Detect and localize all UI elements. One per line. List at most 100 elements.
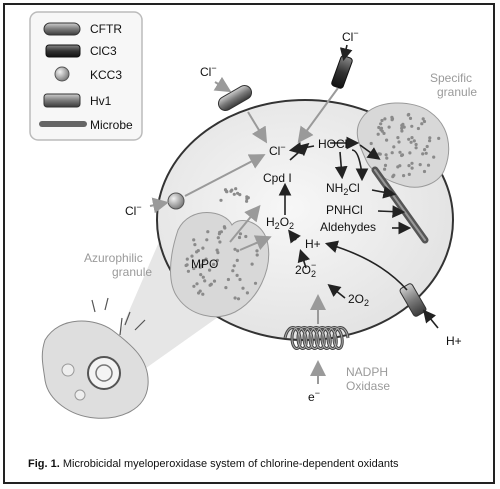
hv1-channel	[399, 283, 427, 317]
granule-dot	[397, 140, 401, 144]
reaction-arrows	[278, 136, 412, 299]
granule-dot	[426, 163, 431, 167]
azurophilic-granule-label-2: granule	[112, 265, 152, 279]
granule-dot	[198, 265, 202, 269]
cl-label-cftr: Cl−	[200, 63, 217, 79]
h2o2-label: H2O2	[266, 215, 294, 231]
granule-dot	[382, 131, 386, 135]
granule-dot	[204, 257, 208, 261]
legend-cftr-icon	[43, 22, 81, 36]
granule-dot	[231, 269, 235, 273]
granule-dot	[383, 117, 387, 121]
granule-dot	[241, 286, 245, 290]
granule-dot	[425, 144, 429, 149]
granule-dot	[201, 275, 205, 279]
hocl-label: HOCl	[318, 137, 347, 151]
hplus-outer-label: H+	[446, 334, 462, 348]
granule-dot	[202, 259, 206, 263]
granule-dot	[209, 282, 213, 286]
granule-dot	[410, 124, 414, 128]
granule-dot	[238, 232, 243, 236]
granule-dot	[238, 193, 242, 197]
legend-microbe-label: Microbe	[90, 118, 133, 132]
granule-dot	[384, 153, 388, 157]
granule-dot	[420, 122, 424, 126]
nadph-oxidase-complex	[283, 326, 350, 350]
granule-dot	[390, 115, 394, 119]
granule-dot	[235, 273, 239, 277]
cl-label-top: Cl−	[342, 28, 359, 44]
granule-dot	[391, 175, 395, 179]
granule-dot	[380, 129, 384, 133]
granule-dot	[380, 118, 384, 123]
granule-dot	[199, 273, 203, 277]
granule-dot	[222, 225, 226, 229]
granule-dot	[369, 141, 373, 146]
granule-dot	[407, 112, 411, 117]
granule-dot	[428, 136, 432, 140]
granule-dot	[392, 145, 396, 149]
legend-clc3-icon	[45, 44, 81, 58]
granule-dot	[234, 187, 238, 191]
granule-dot	[235, 258, 239, 262]
granule-dot	[408, 116, 413, 120]
granule-dot	[416, 126, 420, 131]
granule-dot	[423, 148, 427, 152]
granule-dot	[224, 286, 228, 290]
granule-dot	[387, 125, 391, 129]
granule-dot	[379, 122, 383, 126]
granule-dot	[185, 257, 189, 261]
granule-dot	[409, 140, 413, 144]
specific-granule-dots	[369, 112, 441, 179]
hplus-inner-label: H+	[305, 237, 321, 251]
legend-kcc3-label: KCC3	[90, 68, 122, 82]
cell-thumbnail	[41, 297, 149, 419]
azurophilic-granule-dots	[184, 225, 259, 301]
granule-dot	[216, 251, 220, 255]
figure-caption-text: Microbicidal myeloperoxidase system of c…	[59, 458, 399, 470]
granule-dot	[410, 166, 414, 170]
granule-dot	[238, 277, 242, 282]
granule-dot	[192, 238, 196, 242]
nadph-oxidase-label-2: Oxidase	[346, 379, 390, 393]
granule-dot	[253, 281, 258, 285]
granule-dot	[400, 126, 404, 130]
granule-dot	[206, 230, 210, 234]
granule-dot	[400, 123, 404, 128]
legend-clc3-label: ClC3	[90, 44, 117, 58]
granule-dot	[418, 163, 422, 167]
granule-dot	[197, 291, 201, 295]
legend-hv1-icon	[43, 93, 81, 108]
granule-dot	[385, 138, 389, 142]
granule-dot	[244, 234, 248, 239]
nh2cl-label: NH2Cl	[326, 181, 360, 197]
azurophilic-granule	[170, 212, 270, 318]
granule-dot	[407, 164, 411, 168]
granule-dot	[414, 142, 418, 147]
granule-dot	[212, 279, 217, 283]
granule-dot	[225, 190, 229, 194]
granule-dot	[192, 266, 196, 271]
granule-dot	[195, 282, 199, 286]
figure-number: Fig. 1.	[28, 458, 60, 470]
granule-dot	[215, 258, 219, 262]
granule-dot	[255, 249, 259, 253]
kcc3-transporter	[167, 192, 185, 210]
granule-dot	[437, 136, 441, 140]
granule-dot	[250, 262, 254, 266]
granule-dot	[410, 136, 414, 140]
granule-dot	[232, 264, 236, 268]
granule-dot	[376, 132, 380, 136]
granule-dot	[201, 246, 205, 250]
granule-dot	[410, 161, 414, 165]
clc3-channel	[331, 55, 353, 89]
granule-dot	[212, 262, 216, 266]
granule-dot	[255, 253, 259, 257]
granule-dot	[421, 152, 425, 156]
granule-dot	[217, 232, 221, 236]
cl-label-kcc3: Cl−	[125, 202, 142, 218]
granule-dot	[246, 196, 250, 200]
granule-dot	[230, 188, 234, 192]
granule-dot	[233, 296, 237, 300]
